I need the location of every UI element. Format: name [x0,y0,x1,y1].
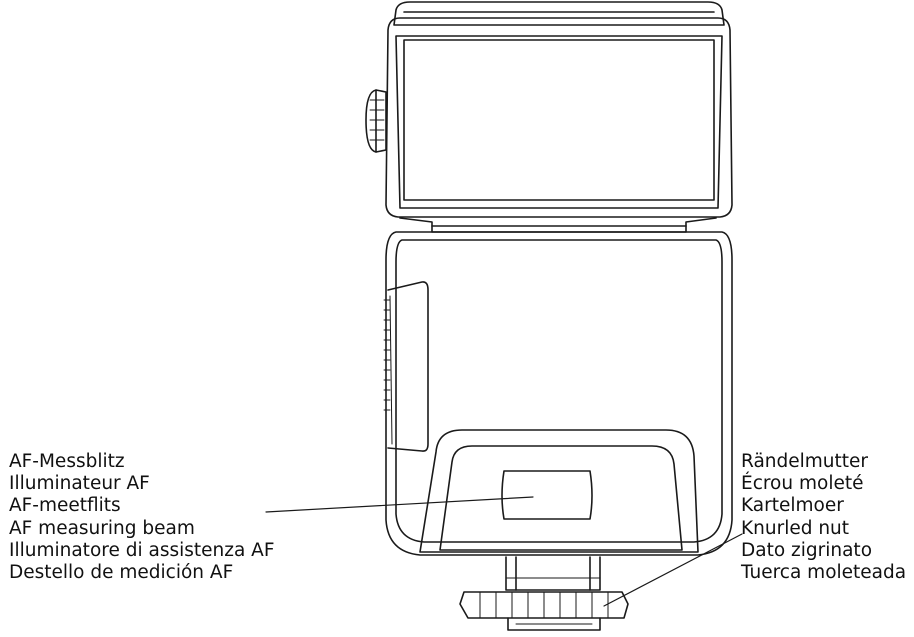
callout-line: AF-meetflits [9,495,121,517]
callout-line: Destello de medición AF [9,562,234,584]
callout-line: Illuminatore di assistenza AF [9,539,275,561]
af-beam-leader [265,496,534,513]
callout-line: Illuminateur AF [9,473,150,495]
knurled-nut [459,591,629,619]
flash-body [383,231,733,556]
callout-line: AF-Messblitz [9,451,125,472]
callout-line: Knurled nut [741,517,850,539]
af-illuminator-panel [419,429,699,553]
tilt-hinge [399,217,717,233]
hot-shoe-foot [459,556,629,631]
af-beam-window [501,470,593,520]
knurled-nut-leader [603,533,743,607]
callout-line: Rändelmutter [741,451,869,472]
af-measuring-beam-callout: AF-Messblitz Illuminateur AF AF-meetflit… [9,451,274,584]
callout-line: Tuerca moleteada [741,562,907,584]
callout-line: AF measuring beam [9,517,195,539]
callout-line: Écrou moleté [741,473,864,495]
flash-head [365,1,733,218]
callout-line: Kartelmoer [741,495,844,517]
knurled-nut-callout: Rändelmutter Écrou moleté Kartelmoer Knu… [741,451,906,584]
callout-line: Dato zigrinato [741,539,873,561]
